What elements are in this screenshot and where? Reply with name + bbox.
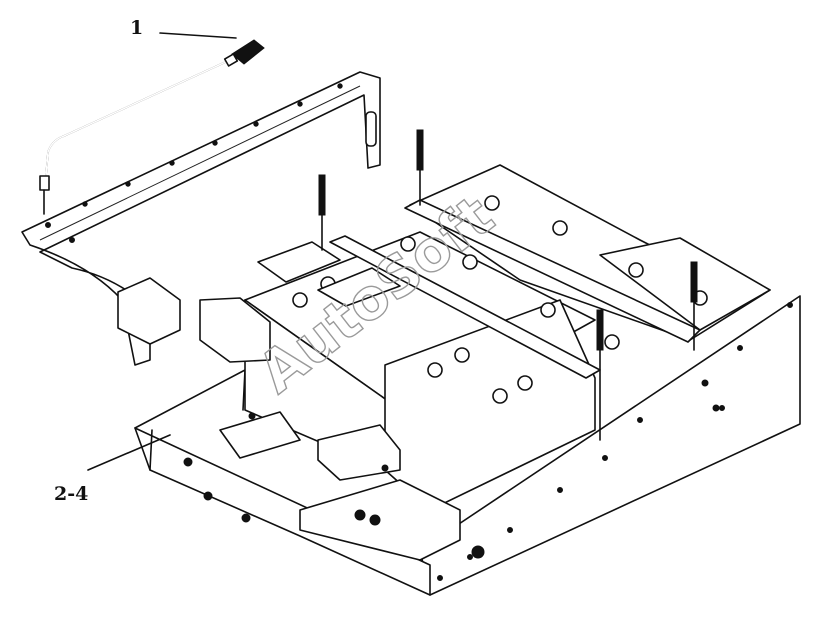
callout-2-4-leader	[87, 434, 171, 471]
callout-label-1: 1	[130, 17, 143, 39]
battery-right	[409, 164, 771, 350]
callout-1-leader	[159, 32, 237, 39]
front-components	[117, 277, 461, 561]
tie-rods	[318, 129, 698, 441]
callout-label-2-4: 2-4	[54, 483, 88, 505]
sensor-cable	[39, 39, 265, 215]
hold-down-bars	[257, 199, 701, 379]
